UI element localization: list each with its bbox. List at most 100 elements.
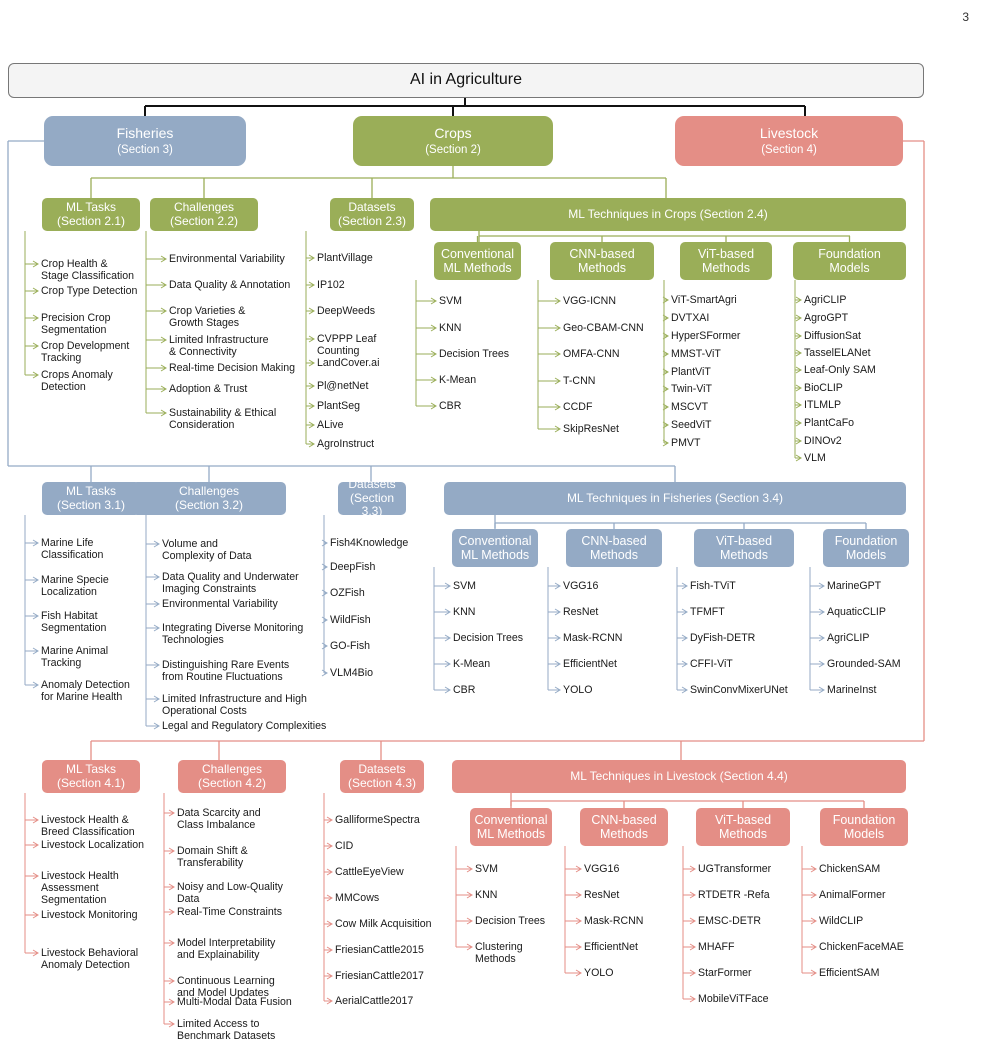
arrowhead-icon [32,841,39,849]
crops-challenges-item-real-time-decision-making: Real-time Decision Making [169,362,295,374]
crops-conventional-item-knn: KNN [439,322,462,334]
arrowhead-icon [321,669,328,677]
crops-datasets-item-landcover-ai: LandCover.ai [317,357,380,369]
livestock-conventional-item-knn: KNN [475,889,498,901]
arrowhead-icon [554,425,561,433]
crops-cnn-item-omfa-cnn: OMFA-CNN [563,348,620,360]
arrowhead-icon [662,314,669,322]
arrowhead-icon [160,409,167,417]
crops-datasets-node: Datasets(Section 2.3) [330,198,414,231]
arrowhead-icon [466,917,473,925]
arrowhead-icon [308,421,315,429]
crops-vit-item-dvtxai: DVTXAI [671,312,710,324]
arrowhead-icon [326,842,333,850]
crops-datasets-item-pl-netnet: Pl@netNet [317,380,369,392]
arrowhead-icon [554,377,561,385]
livestock-node: Livestock(Section 4) [675,116,903,166]
arrowhead-icon [168,977,175,985]
fisheries-foundation-item-marinegpt: MarineGPT [827,580,882,592]
arrowhead-icon [308,359,315,367]
crops-vit-item-mmst-vit: MMST-ViT [671,348,721,360]
crops-tech-group-1-label: CNN-based [569,246,635,261]
arrowhead-icon [689,943,696,951]
livestock-datasets-node-subtitle: (Section 4.3) [347,775,417,790]
crops-datasets-item-plantvillage: PlantVillage [317,252,373,264]
arrowhead-icon [810,865,817,873]
arrowhead-icon [689,917,696,925]
crops-foundation-item-agriclip: AgriCLIP [804,294,847,306]
arrowhead-icon [818,582,825,590]
fisheries-node-subtitle: (Section 3) [117,143,173,156]
arrowhead-icon [810,969,817,977]
livestock-datasets-node: Datasets(Section 4.3) [340,760,424,793]
livestock-datasets-item-aerialcattle2017: AerialCattle2017 [335,995,414,1007]
livestock-datasets-node-title: Datasets [358,761,406,776]
arrowhead-icon [32,872,39,880]
arrowhead-icon [554,403,561,411]
arrowhead-icon [681,660,688,668]
crops-tech-group-0-label: ML Methods [443,261,512,275]
crops-challenges-item-adoption-trust: Adoption & Trust [169,383,248,395]
fisheries-datasets-item-deepfish: DeepFish [330,561,376,573]
fisheries-foundation-item-aquaticclip: AquaticCLIP [827,606,886,618]
arrowhead-icon [466,865,473,873]
arrowhead-icon [662,439,669,447]
fisheries-tech-group-3-label: Foundation [834,533,898,548]
crops-challenges-node-subtitle: (Section 2.2) [169,213,239,228]
livestock-cnn-item-efficientnet: EfficientNet [584,941,638,953]
crops-foundation-item-plantcafo: PlantCaFo [804,417,855,429]
fisheries-cnn-item-efficientnet: EfficientNet [563,658,617,670]
livestock-conventional-item-decision-trees: Decision Trees [475,915,546,927]
arrowhead-icon [160,307,167,315]
arrowhead-icon [168,908,175,916]
crops-datasets-item-deepweeds: DeepWeeds [317,305,376,317]
arrowhead-icon [444,660,451,668]
arrowhead-icon [662,385,669,393]
arrowhead-icon [430,402,437,410]
livestock-vit-item-rtdetr-refa: RTDETR -Refa [698,889,770,901]
crops-challenges-item-crop-varieties-growth-stages: Crop Varieties &Growth Stages [169,305,246,330]
livestock-techniques-node: ML Techniques in Livestock (Section 4.4) [452,760,906,793]
livestock-challenges-item-real-time-constraints: Real-Time Constraints [177,906,282,918]
arrowhead-icon [810,943,817,951]
fisheries-vit-item-dyfish-detr: DyFish-DETR [690,632,756,644]
crops-ml-tasks-node-title: ML Tasks [65,199,116,214]
livestock-cnn-item-vgg16: VGG16 [584,863,620,875]
arrowhead-icon [153,661,160,669]
fisheries-challenges-node-subtitle: (Section 3.2) [174,497,244,512]
crops-cnn-item-vgg-icnn: VGG-ICNN [563,295,616,307]
arrowhead-icon [575,943,582,951]
crops-tech-group-1-label: Methods [578,261,626,275]
livestock-ml-tasks-item-livestock-localization: Livestock Localization [41,839,145,851]
arrowhead-icon [32,911,39,919]
arrowhead-icon [795,419,802,427]
arrowhead-icon [554,324,561,332]
arrowhead-icon [466,891,473,899]
arrowhead-icon [795,366,802,374]
livestock-foundation-item-wildclip: WildCLIP [819,915,864,927]
fisheries-conventional-item-decision-trees: Decision Trees [453,632,524,644]
crops-node: Crops(Section 2) [353,116,553,166]
crops-datasets-item-ip102: IP102 [317,279,345,291]
arrowhead-icon [689,865,696,873]
arrowhead-icon [444,608,451,616]
crops-vit-item-twin-vit: Twin-ViT [671,383,713,395]
arrowhead-icon [308,335,315,343]
crops-datasets-node-title: Datasets [348,199,396,214]
livestock-datasets-item-friesiancattle2017: FriesianCattle2017 [335,970,424,982]
arrowhead-icon [308,440,315,448]
